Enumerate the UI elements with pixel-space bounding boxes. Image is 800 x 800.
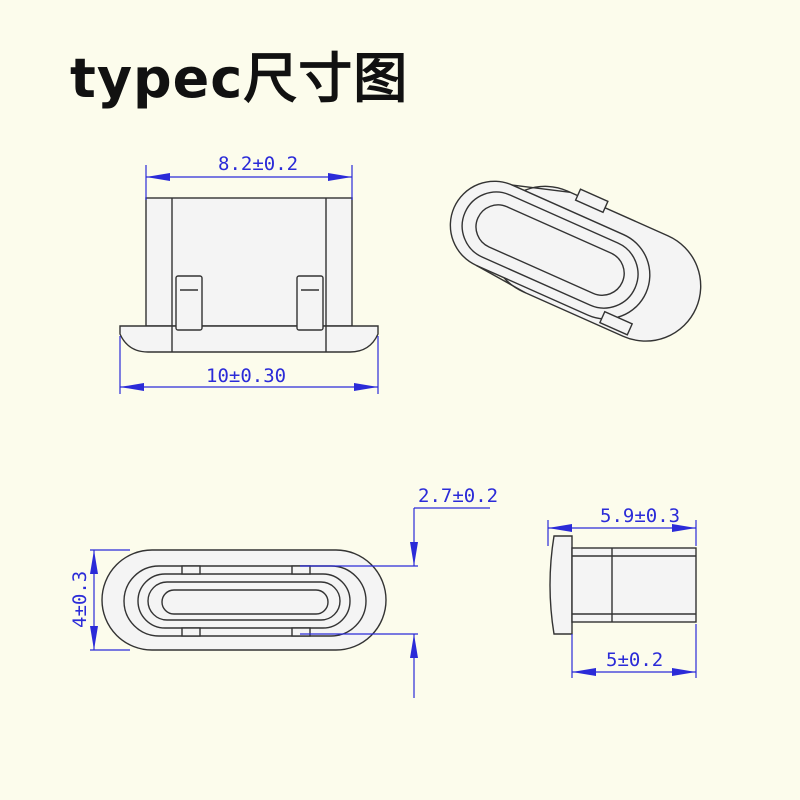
- dim-slot-offset: 2.7±0.2: [418, 485, 498, 507]
- front-view: 8.2±0.2 10±0.30: [119, 153, 379, 394]
- dim-height: 4±0.3: [69, 571, 91, 628]
- dim-side-length: 5.9±0.3: [600, 505, 680, 527]
- right-pin: [296, 275, 324, 331]
- left-pin: [175, 275, 203, 331]
- side-view: 5.9±0.3 5±0.2: [547, 505, 697, 678]
- dim-side-body: 5±0.2: [606, 649, 663, 671]
- dim-top-width: 8.2±0.2: [218, 153, 298, 175]
- page-title: typec尺寸图: [70, 47, 409, 110]
- isometric-view: [449, 180, 702, 342]
- dim-bottom-width: 10±0.30: [206, 365, 286, 387]
- oval-view: 4±0.3 2.7±0.2: [69, 485, 498, 698]
